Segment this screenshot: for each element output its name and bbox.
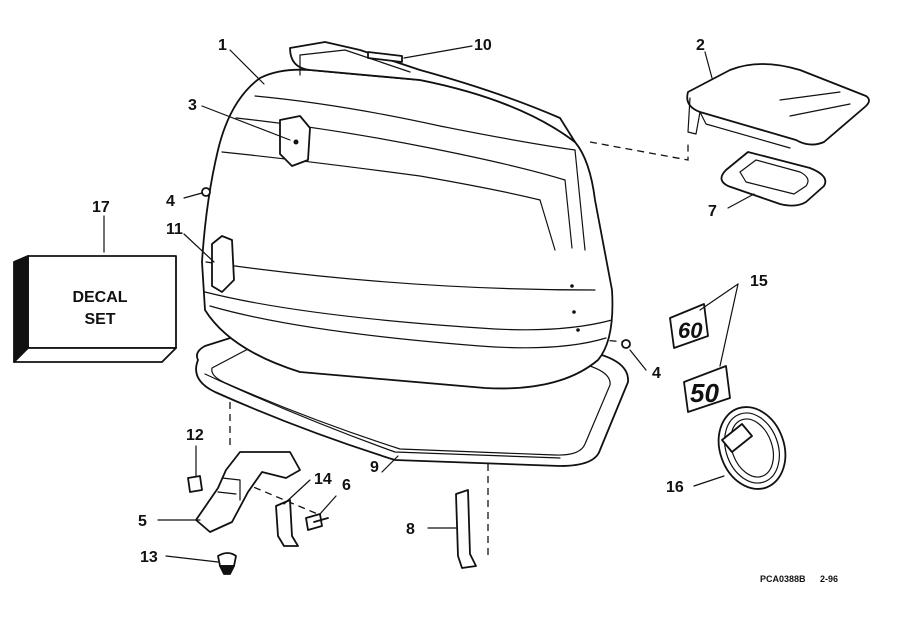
callout-5: 5 xyxy=(138,513,147,530)
callout-3: 3 xyxy=(188,97,197,114)
rear-cover xyxy=(686,63,870,149)
callout-14: 14 xyxy=(314,471,332,488)
callout-10: 10 xyxy=(474,37,492,54)
side-latch xyxy=(211,235,235,293)
callout-12: 12 xyxy=(186,427,204,444)
latch-plate xyxy=(279,115,311,167)
callout-numbers: 1 2 3 4 4 5 6 7 8 9 10 11 12 13 14 15 16… xyxy=(92,37,768,566)
screw-lower xyxy=(621,339,631,349)
bolt xyxy=(305,513,329,531)
callout-15: 15 xyxy=(750,273,768,290)
callout-13: 13 xyxy=(140,549,158,566)
emblem-50-text: 50 xyxy=(690,378,719,408)
callout-2: 2 xyxy=(696,37,705,54)
drawing-code: PCA0388B 2-96 xyxy=(760,574,838,584)
decal-line2: SET xyxy=(84,311,115,328)
callout-17: 17 xyxy=(92,199,110,216)
engine-cowl xyxy=(201,41,614,390)
decal-line1: DECAL xyxy=(72,289,127,306)
callout-4-upper: 4 xyxy=(166,193,175,210)
emblem-60-text: 60 xyxy=(678,318,703,343)
mounting-bracket xyxy=(195,451,301,533)
emblem-50: 50 xyxy=(683,365,731,413)
callout-6: 6 xyxy=(342,477,351,494)
callout-4-lower: 4 xyxy=(652,365,661,382)
callout-7: 7 xyxy=(708,203,717,220)
decal-box: DECAL SET xyxy=(13,255,177,363)
cable-coil xyxy=(717,406,787,490)
clip-12 xyxy=(187,475,203,493)
emblem-60: 60 xyxy=(669,303,709,349)
callout-9: 9 xyxy=(370,459,379,476)
drawing-id: PCA0388B xyxy=(760,574,806,584)
drawing-date: 2-96 xyxy=(820,574,838,584)
screw-upper xyxy=(201,187,211,197)
callout-8: 8 xyxy=(406,521,415,538)
top-clip xyxy=(367,51,403,63)
callout-11: 11 xyxy=(166,221,183,238)
grommet xyxy=(217,552,237,575)
cover-gasket xyxy=(720,151,827,207)
callout-16: 16 xyxy=(666,479,684,496)
leader-lines xyxy=(103,45,755,563)
long-strap xyxy=(455,489,477,569)
callout-1: 1 xyxy=(218,37,227,54)
strap xyxy=(275,499,299,547)
